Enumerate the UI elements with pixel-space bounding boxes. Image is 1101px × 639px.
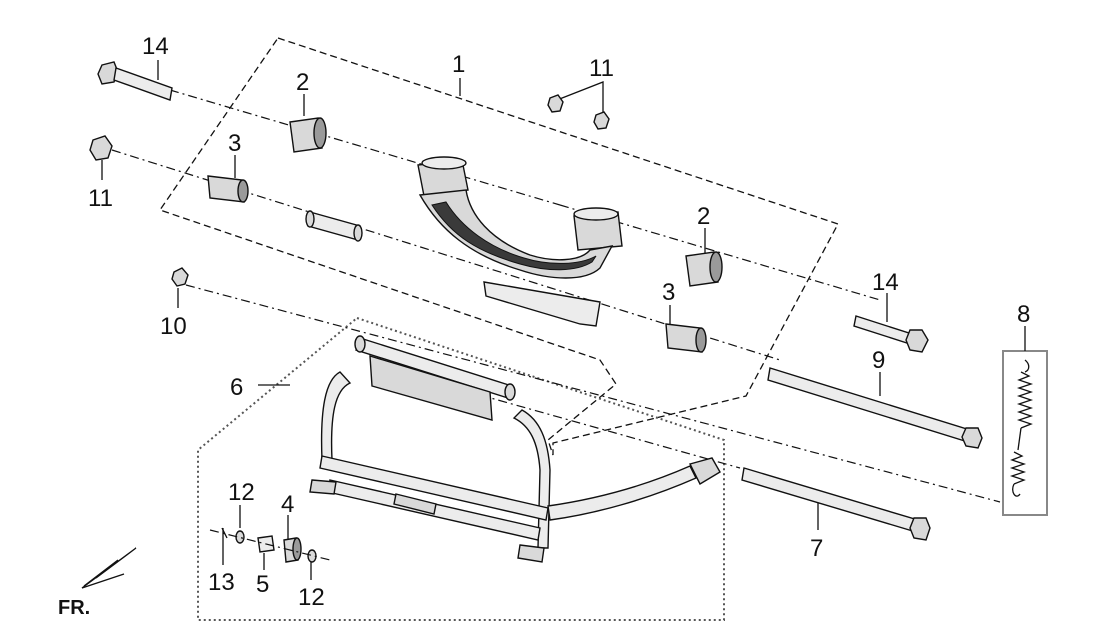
callout-1: 1 [452,51,465,78]
callout-3-right: 3 [662,279,675,306]
bolt-14-lower [853,315,929,353]
callout-12-upper: 12 [228,479,255,506]
callout-9: 9 [872,347,885,374]
direction-label: FR. [58,597,90,619]
axis-line-upper [169,89,561,206]
shaft-9 [767,367,983,449]
callout-8: 8 [1017,301,1030,328]
axis-line-pivot [479,394,741,469]
callout-2-left: 2 [296,69,309,96]
collar-3-right [665,323,707,353]
bushing-2-left [289,117,327,153]
callout-14-upper: 14 [142,33,169,60]
callout-3-left: 3 [228,130,241,157]
callout-13: 13 [208,569,235,596]
main-stand-group-outline [197,316,725,621]
callout-4: 4 [281,491,294,518]
washer-12-right [307,549,317,563]
callout-7: 7 [810,535,823,562]
callout-5: 5 [256,571,269,598]
spring-group-outline [1002,350,1048,516]
axis-line-small-parts [209,529,331,561]
nut-11-top-a [547,94,564,113]
axis-line-lower [185,284,1001,503]
collar-3-left [207,175,249,203]
washer-12-left [235,530,245,544]
bolt-14-upper [97,61,173,101]
nut-10 [171,267,189,287]
bushing-2-right [685,251,723,287]
axis-line-upper-right [559,204,881,301]
inner-sleeve [305,210,363,242]
callout-14-lower: 14 [872,269,899,296]
callout-6: 6 [230,374,243,401]
callout-10: 10 [160,313,187,340]
main-stand-6 [309,335,721,563]
roller-4 [283,537,302,563]
spring-8 [1009,359,1034,497]
callout-11-left: 11 [88,185,113,212]
callout-11-top: 11 [589,55,614,82]
nut-11-left [89,135,113,161]
leader-11a [556,81,604,118]
engine-hanger-1 [417,156,623,327]
shaft-7 [741,467,931,541]
engine-hanger-group-outline [158,37,839,456]
cotter-pin-13 [221,527,228,539]
callout-12-lower: 12 [298,584,325,611]
nut-11-top-b [593,111,610,130]
front-direction-arrow: FR. [58,547,137,619]
callout-2-right: 2 [697,203,710,230]
